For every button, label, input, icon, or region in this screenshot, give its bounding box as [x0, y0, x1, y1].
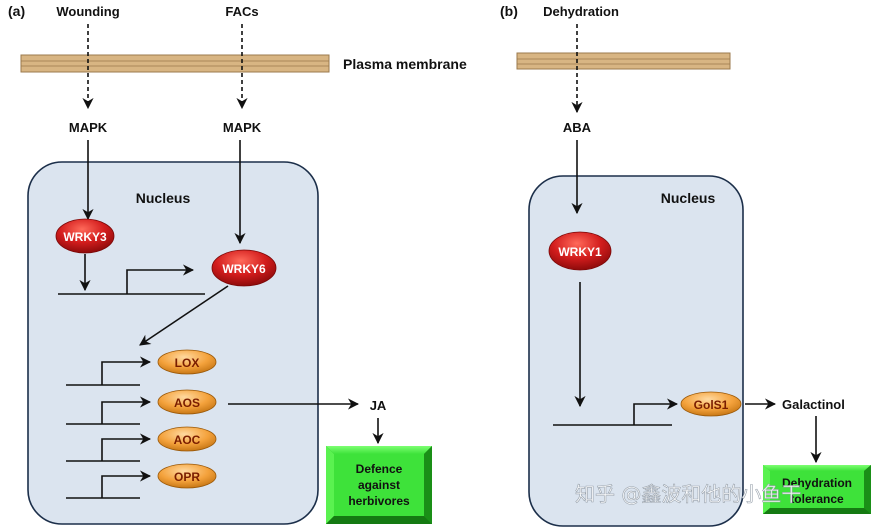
- gene-opr-label: OPR: [174, 470, 200, 484]
- wrky6-label: WRKY6: [222, 262, 266, 276]
- gene-lox: LOX: [66, 349, 217, 386]
- mapk-left: MAPK: [69, 120, 108, 135]
- gene-aoc: AOC: [66, 426, 217, 462]
- gols1-gene: GolS1: [553, 391, 742, 426]
- mapk-right: MAPK: [223, 120, 262, 135]
- defence-line3: herbivores: [348, 494, 410, 508]
- galactinol-label: Galactinol: [782, 397, 845, 412]
- membrane-label: Plasma membrane: [343, 56, 467, 72]
- gene-aos: AOS: [66, 389, 217, 425]
- wrky6-to-genes-arrow: [139, 285, 229, 346]
- panel-b: (b) Dehydration ABA Nucleus WRKY1 GolS1 …: [500, 3, 871, 527]
- gene-opr: OPR: [66, 463, 217, 499]
- defence-line1: Defence: [356, 462, 403, 476]
- plasma-membrane-b: [516, 52, 731, 70]
- panel-b-label: (b): [500, 3, 518, 19]
- wrky3-label: WRKY3: [63, 230, 107, 244]
- gene-aos-label: AOS: [174, 396, 200, 410]
- signal-dehydration: Dehydration: [543, 4, 619, 19]
- tolerance-line2: tolerance: [790, 492, 844, 506]
- wrky6-gene: [58, 264, 205, 295]
- wrky3-node: WRKY3: [55, 218, 115, 254]
- gene-aoc-label: AOC: [174, 433, 201, 447]
- plasma-membrane-a: [20, 54, 330, 73]
- signal-wounding: Wounding: [56, 4, 119, 19]
- gols1-label: GolS1: [694, 398, 729, 412]
- defence-box: Defence against herbivores: [326, 446, 432, 524]
- nucleus-b-label: Nucleus: [661, 190, 716, 206]
- defence-line2: against: [358, 478, 400, 492]
- watermark: 知乎 @鑫波和他的小鱼干: [575, 482, 801, 506]
- ja-label: JA: [370, 398, 387, 413]
- wrky1-label: WRKY1: [558, 245, 602, 259]
- nucleus-b: [528, 175, 744, 527]
- nucleus-a-label: Nucleus: [136, 190, 191, 206]
- wrky1-node: WRKY1: [548, 231, 612, 271]
- tolerance-line1: Dehydration: [782, 476, 852, 490]
- tolerance-box: Dehydration tolerance: [763, 465, 871, 514]
- panel-a: (a) Wounding FACs Plasma membrane MAPK M…: [8, 3, 467, 525]
- wrky6-node: WRKY6: [211, 249, 277, 287]
- signal-facs: FACs: [225, 4, 258, 19]
- aba-label: ABA: [563, 120, 592, 135]
- panel-a-label: (a): [8, 3, 25, 19]
- gene-lox-label: LOX: [175, 356, 200, 370]
